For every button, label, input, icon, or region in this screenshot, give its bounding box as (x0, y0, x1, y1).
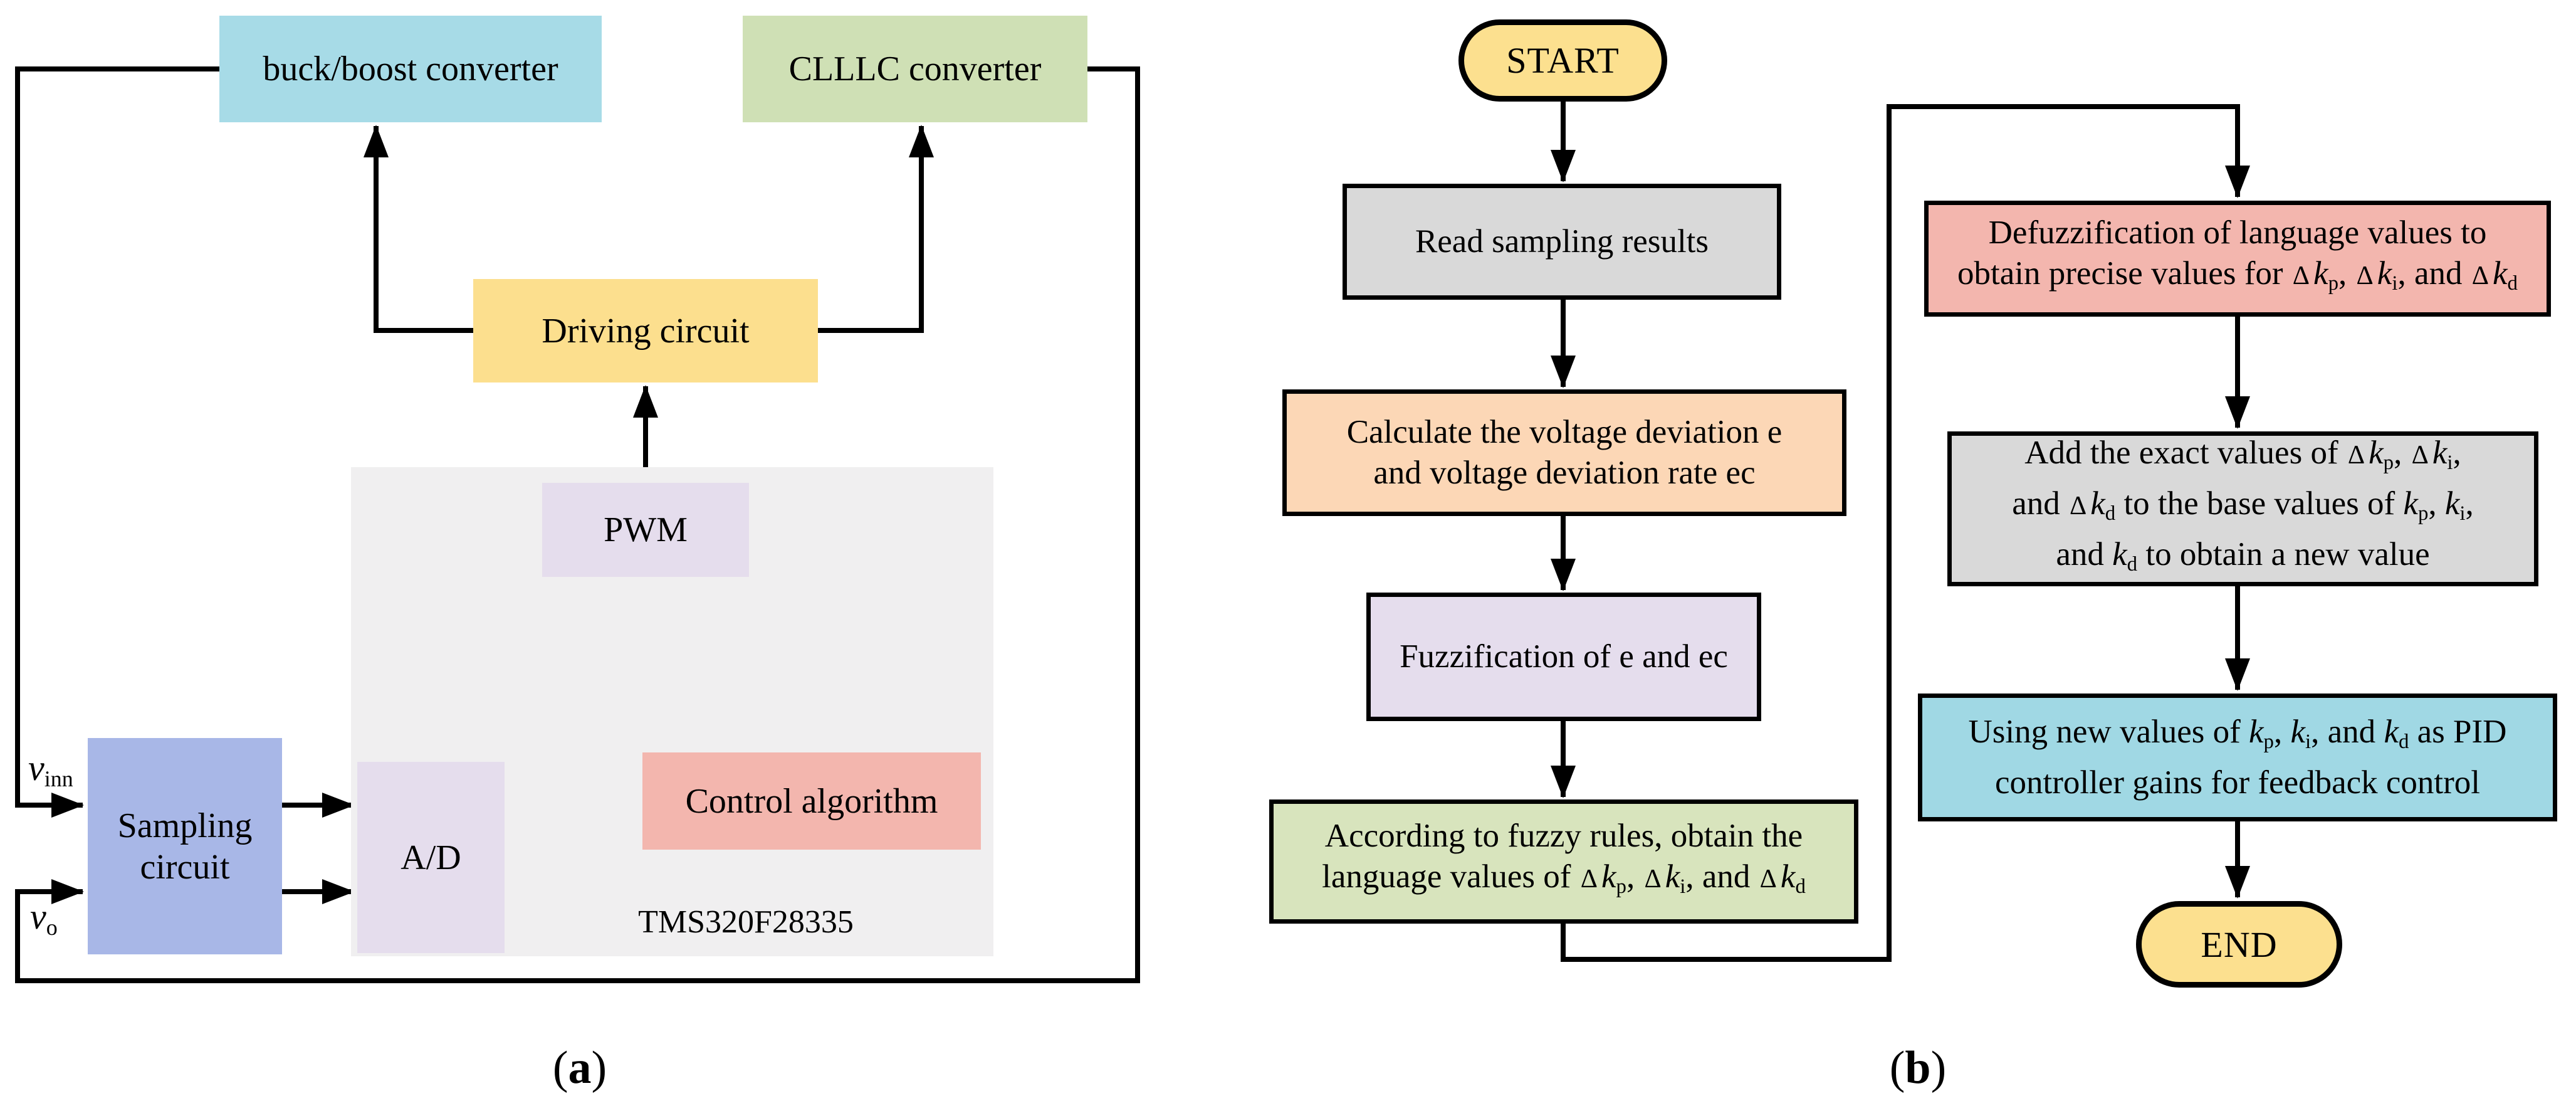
panel-a-caption: (a) (552, 1042, 607, 1094)
line-clllc-bottom-loop-to-sampling-vo (15, 66, 1140, 983)
block-ad-converter: A/D (357, 762, 505, 953)
flow-start-label: START (1506, 40, 1620, 81)
block-driving-label: Driving circuit (542, 311, 750, 351)
flow-use-values-text: Using new values of kp, ki, and kd as PI… (1968, 713, 2507, 801)
panel-b-caption: (b) (1889, 1042, 1947, 1094)
flow-fuzzification-text: Fuzzification of e and ec (1400, 638, 1728, 675)
block-control-label: Control algorithm (685, 781, 938, 821)
block-control-algorithm: Control algorithm (642, 752, 981, 850)
flow-read-sampling-text: Read sampling results (1415, 223, 1709, 260)
connector-rules-to-defuzz (1561, 104, 2250, 962)
signal-label-vin: vinn (28, 747, 73, 792)
block-clllc-label: CLLLC converter (788, 50, 1042, 88)
flow-end-terminator: END (2136, 901, 2342, 988)
line-buckboost-to-sampling-vinn (15, 66, 219, 818)
flow-start-terminator: START (1458, 19, 1667, 102)
dsp-chip-label-text: TMS320F28335 (638, 904, 854, 940)
block-pwm: PWM (542, 483, 749, 577)
block-buck-boost-label: buck/boost converter (263, 50, 558, 88)
block-pwm-label: PWM (604, 510, 688, 549)
arrow-driving-to-buckboost (364, 125, 473, 333)
dsp-chip-label: TMS320F28335 (589, 900, 903, 944)
block-driving-circuit: Driving circuit (473, 279, 818, 382)
block-clllc-converter: CLLLC converter (743, 16, 1087, 122)
arrow-driving-to-clllc (818, 125, 934, 333)
flow-end-label: END (2201, 924, 2278, 965)
flow-use-values-step: Using new values of kp, ki, and kd as PI… (1918, 694, 2557, 821)
block-ad-label: A/D (401, 838, 461, 877)
flow-read-sampling-step: Read sampling results (1343, 184, 1781, 300)
signal-label-vo: vo (30, 896, 58, 941)
flow-fuzzification-step: Fuzzification of e and ec (1366, 593, 1761, 721)
block-buck-boost-converter: buck/boost converter (219, 16, 602, 122)
